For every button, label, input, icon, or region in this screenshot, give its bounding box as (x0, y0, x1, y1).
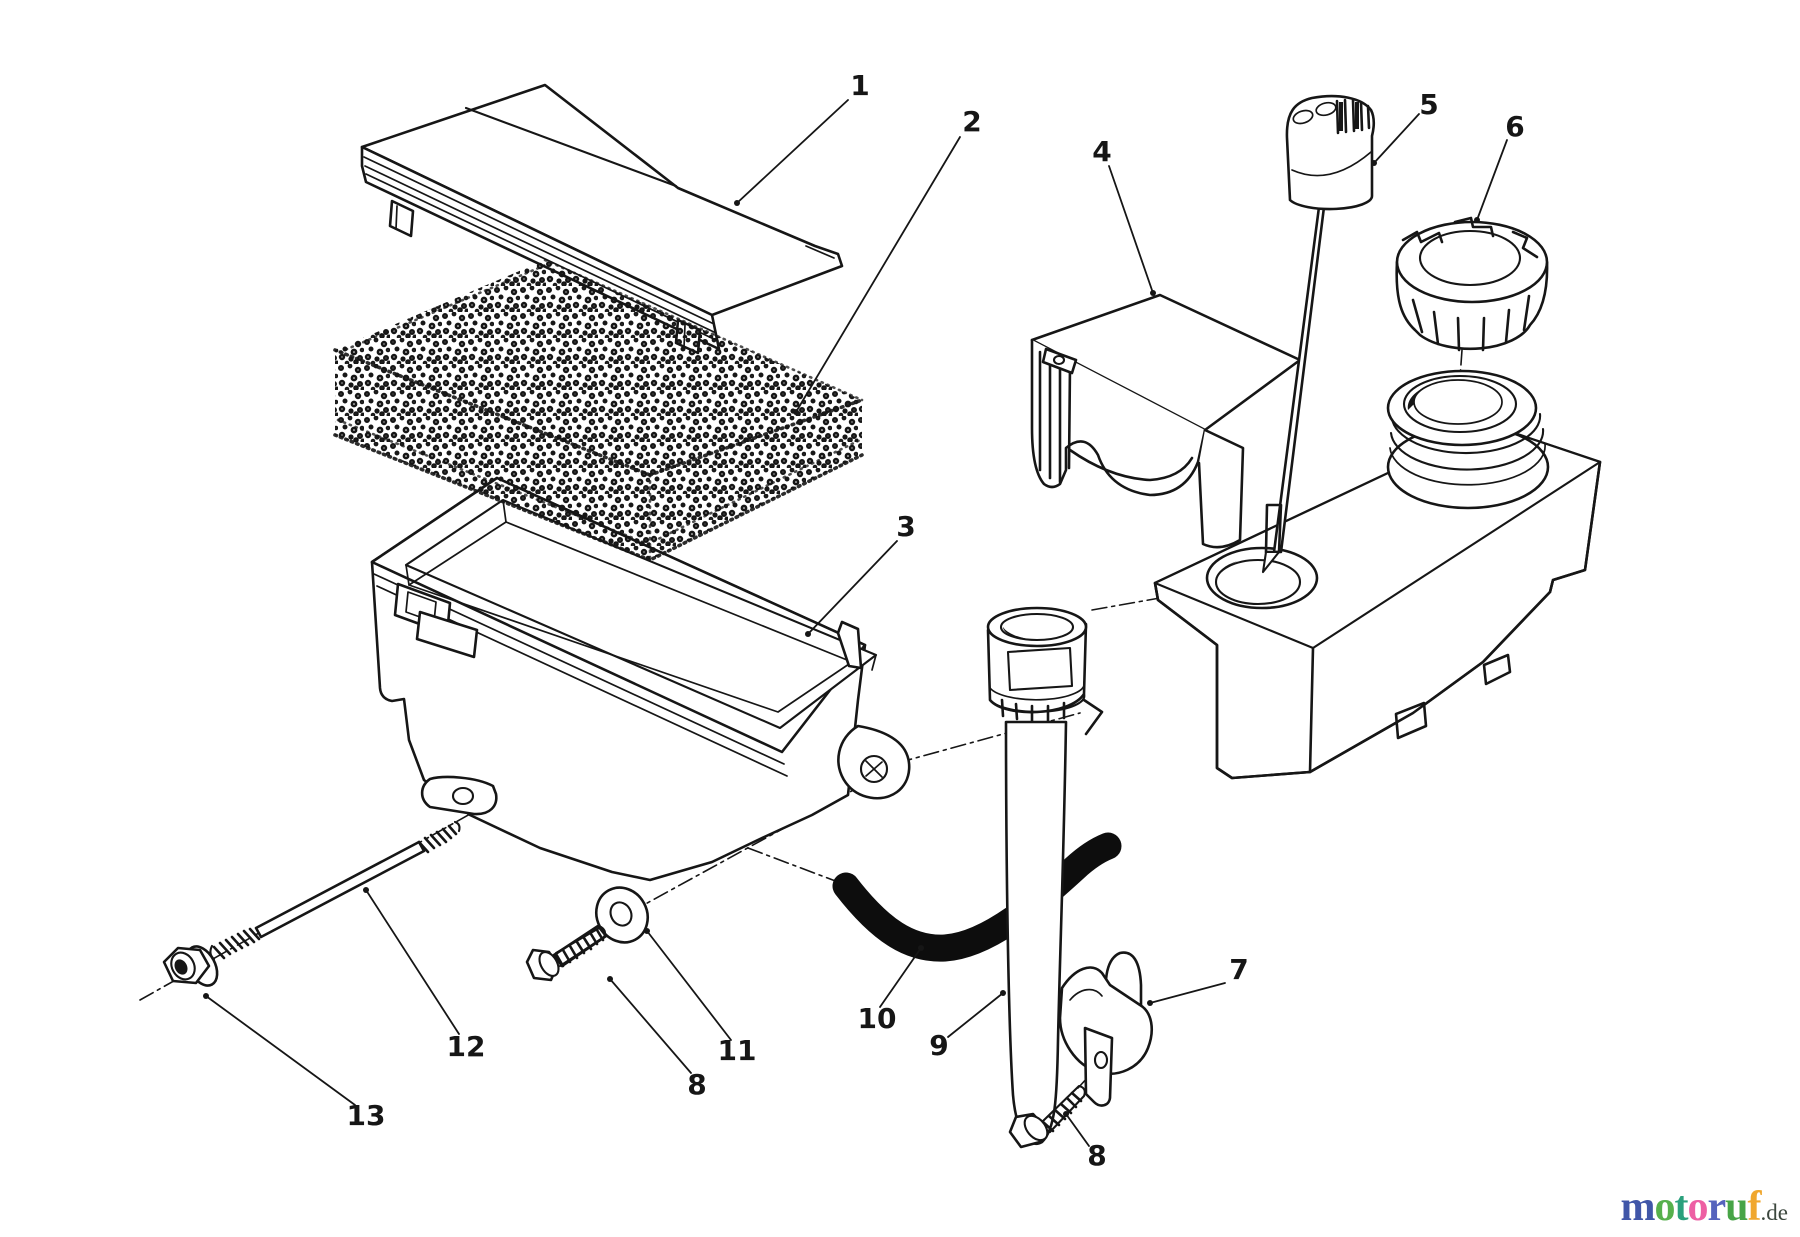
intake-tube (986, 606, 1104, 1145)
callout-1: 1 (850, 69, 870, 102)
air-cleaner-body (370, 476, 911, 882)
tank-cover (1030, 293, 1302, 549)
logo-letter: o (1687, 1184, 1709, 1230)
callout-6: 6 (1505, 110, 1525, 143)
callout-4: 4 (1092, 135, 1112, 168)
callout-7: 7 (1229, 953, 1249, 986)
callout-13: 13 (346, 1099, 386, 1132)
callout-11: 11 (717, 1034, 757, 1067)
filter-element (333, 258, 864, 562)
leader-lines (203, 99, 1508, 1147)
watermark-logo: motoruf.de (1621, 1183, 1788, 1231)
logo-letter: r (1707, 1184, 1727, 1230)
fuel-tank (1153, 369, 1602, 780)
screw-lower (1008, 1084, 1086, 1149)
hose (832, 832, 1122, 962)
fuel-gauge (1261, 94, 1376, 574)
fuel-cap (1395, 216, 1549, 352)
callout-9: 9 (929, 1029, 949, 1062)
long-bolt (209, 820, 461, 961)
washer (595, 886, 649, 944)
logo-letter: o (1654, 1184, 1676, 1230)
callout-8: 8 (687, 1068, 707, 1101)
bracket (1058, 951, 1154, 1107)
logo-tld: .de (1760, 1200, 1788, 1225)
callout-3: 3 (896, 510, 916, 543)
callout-2: 2 (962, 105, 982, 138)
callout-12: 12 (446, 1030, 486, 1063)
logo-letter: u (1725, 1184, 1748, 1230)
callout-5: 5 (1419, 88, 1439, 121)
flange-nut (162, 945, 219, 987)
logo-letter: f (1747, 1184, 1762, 1230)
logo-word: motoruf (1621, 1184, 1762, 1230)
screw-upper (525, 924, 608, 982)
logo-letter: t (1674, 1184, 1689, 1230)
callout-10: 10 (857, 1002, 897, 1035)
callout-8: 8 (1087, 1139, 1107, 1172)
logo-letter: m (1620, 1184, 1656, 1230)
